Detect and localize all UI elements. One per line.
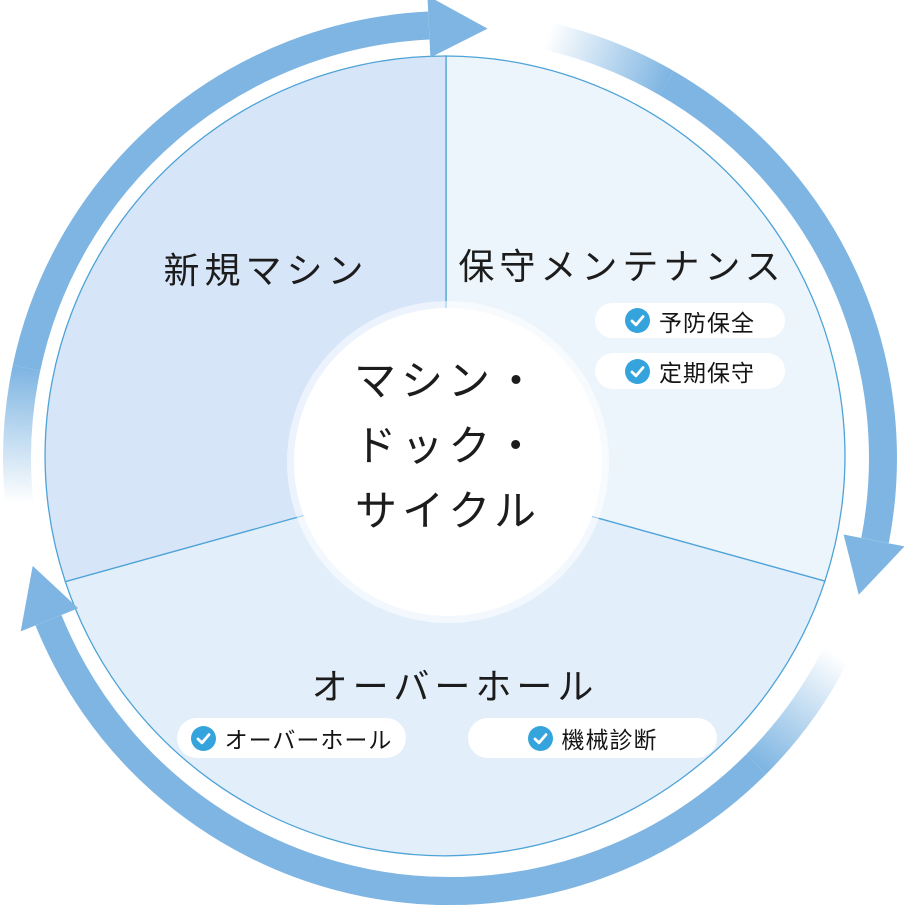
cycle-arrow-ring	[3, 0, 904, 906]
center-title-line-1: マシン・	[353, 359, 543, 406]
arrowhead-right-icon	[843, 534, 904, 595]
heading-new-machine: 新規マシン	[163, 251, 369, 291]
center-title: マシン・ ドック・ サイクル	[354, 351, 542, 546]
heading-overhaul: オーバーホール	[311, 667, 599, 707]
badge-machine-diagnosis: 機械診断	[468, 718, 717, 758]
badge-label: 機械診断	[561, 727, 658, 753]
badge-label: オーバーホール	[224, 727, 393, 753]
arrowhead-left-icon	[20, 565, 79, 632]
badge-label: 定期保守	[659, 360, 755, 386]
center-circle	[294, 308, 602, 616]
center-title-line-3: サイクル	[355, 489, 541, 536]
heading-maintenance: 保守メンテナンス	[458, 247, 786, 287]
arrow-segment-top-fade	[544, 22, 674, 96]
badge-overhaul: オーバーホール	[177, 718, 406, 758]
check-icon	[625, 308, 650, 333]
badge-label: 予防保全	[659, 309, 755, 336]
badge-periodic-maintenance: 定期保守	[595, 353, 785, 389]
sector-overhaul	[64, 475, 826, 857]
arrow-segment-bottom-fade	[746, 648, 849, 775]
arrow-segment-bottom-band	[35, 614, 767, 906]
arrow-segment-left-band	[12, 11, 430, 371]
arrow-segment-right-band	[659, 70, 897, 544]
check-icon	[527, 725, 553, 751]
check-icon	[190, 725, 216, 751]
arrow-segment-left-fade	[3, 365, 41, 505]
badge-preventive-maintenance: 予防保全	[595, 303, 785, 338]
center-title-line-2: ドック・	[354, 424, 542, 471]
arrowhead-top-icon	[427, 0, 488, 58]
check-icon	[625, 358, 650, 384]
